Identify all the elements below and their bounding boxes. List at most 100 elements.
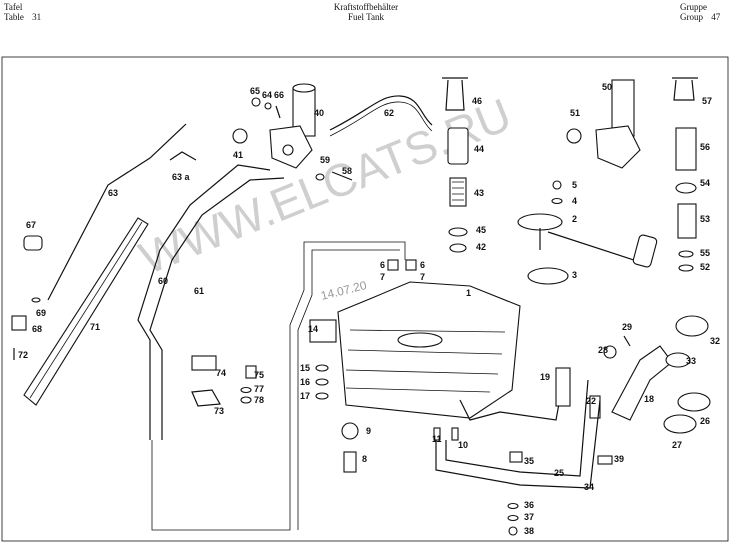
callout-50: 50 bbox=[602, 82, 612, 92]
callout-43: 43 bbox=[474, 188, 484, 198]
callout-51: 51 bbox=[570, 108, 580, 118]
washer-36 bbox=[507, 502, 519, 510]
table-number: 31 bbox=[32, 12, 42, 22]
tube-63 bbox=[47, 123, 187, 301]
washer-59 bbox=[315, 173, 325, 181]
nut-78 bbox=[240, 396, 252, 404]
callout-17: 17 bbox=[300, 391, 310, 401]
filler-tube bbox=[459, 397, 561, 421]
pump-40-cap bbox=[292, 83, 316, 93]
sender-2-float bbox=[632, 234, 658, 268]
callout-34: 34 bbox=[584, 482, 594, 492]
title-english: Fuel Tank bbox=[348, 12, 384, 22]
nut-5 bbox=[552, 180, 562, 190]
title-german: Kraftstoffbehälter bbox=[333, 2, 399, 12]
fuel-tank-1 bbox=[337, 281, 521, 419]
filter-43 bbox=[449, 177, 467, 207]
washer-4 bbox=[551, 197, 563, 205]
callout-46: 46 bbox=[472, 96, 482, 106]
callout-67: 67 bbox=[26, 220, 36, 230]
pump-50-housing bbox=[595, 125, 641, 169]
filter-53 bbox=[677, 203, 697, 239]
clip-35 bbox=[509, 451, 523, 463]
clip-29 bbox=[623, 335, 631, 347]
routing-line-left bbox=[151, 241, 406, 531]
callout-33: 33 bbox=[686, 356, 696, 366]
fuel-line-60 bbox=[137, 164, 271, 440]
callout-56: 56 bbox=[700, 142, 710, 152]
callout-61: 61 bbox=[194, 286, 204, 296]
callout-59: 59 bbox=[320, 155, 330, 165]
ring-42 bbox=[449, 243, 467, 253]
callout-42: 42 bbox=[476, 242, 486, 252]
screw-58 bbox=[331, 171, 353, 181]
callout-32: 32 bbox=[710, 336, 720, 346]
callout-78: 78 bbox=[254, 395, 264, 405]
tafel-label: Tafel bbox=[4, 2, 23, 12]
callout-58: 58 bbox=[342, 166, 352, 176]
page-title: Kraftstoffbehälter Fuel Tank bbox=[0, 2, 732, 22]
callout-8: 8 bbox=[362, 454, 367, 464]
callout-22: 22 bbox=[586, 396, 596, 406]
strap-71-edge bbox=[29, 221, 143, 399]
callout-7-right: 7 bbox=[420, 272, 425, 282]
screw-66 bbox=[275, 105, 281, 119]
callout-15: 15 bbox=[300, 363, 310, 373]
gruppe-label: Gruppe bbox=[680, 2, 707, 12]
cap-32 bbox=[675, 315, 709, 337]
callout-38: 38 bbox=[524, 526, 534, 536]
callout-37: 37 bbox=[524, 512, 534, 522]
callout-68: 68 bbox=[32, 324, 42, 334]
callout-64: 64 bbox=[262, 90, 272, 100]
line-34 bbox=[445, 379, 589, 477]
washer-37 bbox=[507, 514, 519, 522]
callout-45: 45 bbox=[476, 225, 486, 235]
washer-69 bbox=[31, 297, 41, 303]
callout-19: 19 bbox=[540, 372, 550, 382]
callout-4: 4 bbox=[572, 196, 577, 206]
table-label: Table bbox=[4, 12, 24, 22]
callout-5: 5 bbox=[572, 180, 577, 190]
washer-15 bbox=[315, 364, 329, 372]
callout-35: 35 bbox=[524, 456, 534, 466]
ring-55 bbox=[678, 250, 694, 258]
diagram-frame bbox=[1, 56, 729, 542]
callout-69: 69 bbox=[36, 308, 46, 318]
callout-63: 63 bbox=[108, 188, 118, 198]
filter-43-ribs bbox=[452, 181, 464, 201]
callout-74: 74 bbox=[216, 368, 226, 378]
callout-73: 73 bbox=[214, 406, 224, 416]
fuel-line-61 bbox=[149, 177, 285, 440]
callout-27: 27 bbox=[672, 440, 682, 450]
nut-17 bbox=[315, 392, 329, 400]
callout-6-right: 6 bbox=[420, 260, 425, 270]
callout-72: 72 bbox=[18, 350, 28, 360]
ring-33 bbox=[665, 352, 691, 368]
callout-36: 36 bbox=[524, 500, 534, 510]
bracket-73 bbox=[191, 389, 221, 407]
clip-74 bbox=[191, 355, 217, 371]
callout-7-left: 7 bbox=[380, 272, 385, 282]
washer-16 bbox=[315, 378, 329, 386]
pump-40-port bbox=[282, 144, 294, 156]
tank-sender-opening bbox=[397, 332, 443, 348]
gasket-3 bbox=[527, 267, 569, 285]
bracket-14 bbox=[309, 319, 337, 343]
screw-6b bbox=[405, 259, 417, 271]
callout-41: 41 bbox=[233, 150, 243, 160]
callout-14: 14 bbox=[308, 324, 318, 334]
ring-52 bbox=[678, 264, 694, 272]
callout-77: 77 bbox=[254, 384, 264, 394]
group-number: 47 bbox=[711, 12, 721, 22]
routing-line-inner bbox=[297, 249, 400, 530]
callout-1: 1 bbox=[466, 288, 471, 298]
callout-60: 60 bbox=[158, 276, 168, 286]
callout-63a: 63 a bbox=[172, 172, 191, 182]
hose-22 bbox=[589, 395, 601, 419]
group-label: Group bbox=[680, 12, 703, 22]
callout-54: 54 bbox=[700, 178, 710, 188]
filter-bowl-44 bbox=[447, 127, 469, 165]
washer-65 bbox=[251, 97, 261, 107]
screw-28 bbox=[603, 345, 617, 359]
screw-6a bbox=[387, 259, 399, 271]
